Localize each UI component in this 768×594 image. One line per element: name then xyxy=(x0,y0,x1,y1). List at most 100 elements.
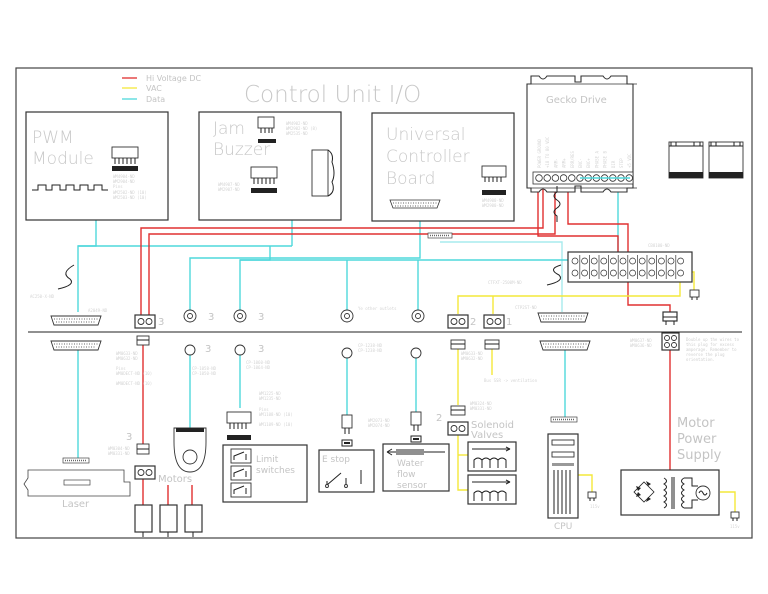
hv-wires xyxy=(140,178,671,505)
svg-text:CP-1238-ND: CP-1238-ND xyxy=(358,348,383,353)
svg-text:WM1235-ND: WM1235-ND xyxy=(259,396,281,401)
svg-text:WM1108-ND (10): WM1108-ND (10) xyxy=(259,412,293,417)
legend-label-hv: Hi Voltage DC xyxy=(146,74,201,83)
svg-text:WM0304-ND: WM0304-ND xyxy=(108,446,130,451)
din-connector-4 xyxy=(411,309,425,323)
svg-text:WM2073-ND: WM2073-ND xyxy=(368,418,390,423)
gecko-terminal xyxy=(568,174,576,182)
svg-text:WM4904-ND: WM4904-ND xyxy=(113,174,135,179)
svg-text:WM0636-ND: WM0636-ND xyxy=(630,343,652,348)
qty-label: 3 xyxy=(208,312,214,323)
vac-note: Bus SSR -> ventilation xyxy=(484,378,538,383)
motor-wire-parts-bottom: WM0304-ND WM0331-ND xyxy=(108,446,130,456)
terminal-screw xyxy=(667,257,675,265)
jam-buzzer-module: Jam Buzzer WM4902-ND WM2902-ND (8) WM253… xyxy=(198,111,342,221)
db25-right-top xyxy=(537,312,589,323)
ucb-part-list: WM4900-ND WM2900-ND xyxy=(482,198,504,208)
terminal-screw xyxy=(658,269,665,277)
qty-label: 2 xyxy=(436,413,442,424)
cable1-label: AC250-X-ND xyxy=(30,294,55,299)
gecko-pin-label: +5 VDC xyxy=(627,153,632,168)
gecko-terminal xyxy=(559,174,568,182)
water-label-line3: sensor xyxy=(397,481,427,491)
laser-label: Laser xyxy=(62,499,90,510)
terminal-screw xyxy=(581,269,588,277)
terminal-screw xyxy=(600,257,608,265)
jam-part-list-top: WM4902-ND WM2902-ND (8) WM2535-ND xyxy=(286,121,317,136)
gecko-pin-label: STEP xyxy=(619,158,624,168)
din-connector-2 xyxy=(233,309,247,323)
gecko-pin-label: +18 TO 80 VDC xyxy=(545,136,550,168)
gecko-pin-label: ENC+ xyxy=(586,158,591,168)
db25-left-bottom xyxy=(50,340,102,351)
svg-text:WM2074-ND: WM2074-ND xyxy=(368,423,390,428)
svg-text:WM4900-ND: WM4900-ND xyxy=(482,198,504,203)
terminal-screw xyxy=(629,269,636,277)
db25-left-top xyxy=(50,315,102,326)
motor-plug-parts: WM0637-ND WM0636-ND xyxy=(630,338,652,348)
svg-text:WM0632-ND: WM0632-ND xyxy=(116,356,138,361)
ucb-title-line1: Universal xyxy=(386,125,465,145)
terminal-screw xyxy=(610,269,617,277)
motor-2 xyxy=(159,504,178,537)
jam-connector-top-icon xyxy=(257,116,276,143)
mps-label-line3: Supply xyxy=(677,448,722,463)
mps-label-line1: Motor xyxy=(677,416,715,431)
svg-text:WM0637-ND: WM0637-ND xyxy=(630,338,652,343)
motor-3 xyxy=(184,504,203,537)
gecko-terminals xyxy=(535,174,633,182)
cpu-power-plug xyxy=(587,491,597,501)
svg-text:CP-1058-ND: CP-1058-ND xyxy=(192,366,217,371)
buzzer-icon xyxy=(311,149,335,197)
svg-text:WM0331-ND: WM0331-ND xyxy=(108,451,130,456)
water-din-connector xyxy=(410,347,422,359)
hv-plug-cable-top xyxy=(136,335,150,346)
gecko-terminal xyxy=(543,174,551,182)
estop-din-connector xyxy=(341,347,353,359)
hv-plug-cable-bottom xyxy=(136,443,150,455)
terminal-screw xyxy=(590,269,598,277)
terminal-screw xyxy=(581,257,588,265)
qty-label: 3 xyxy=(258,312,264,323)
limit-din-connector xyxy=(234,344,246,356)
pwm-title-line1: PWM xyxy=(32,128,74,148)
cable-squiggle-right xyxy=(546,264,562,286)
terminal-screw xyxy=(619,269,627,277)
universal-controller-board: Universal Controller Board WM4900-ND WM2… xyxy=(371,112,515,239)
pwm-title-line2: Module xyxy=(32,149,94,169)
vac-wires xyxy=(457,271,736,512)
page-title: Control Unit I/O xyxy=(244,82,421,108)
outlet-label: 115v xyxy=(730,524,740,529)
motor-plug-note: Double up the wires to this plug for exc… xyxy=(686,337,739,362)
terminal-screw xyxy=(629,257,636,265)
svg-text:WM2907-ND: WM2907-ND xyxy=(218,187,240,192)
jam-part-list-bottom: WM4907-ND WM2907-ND xyxy=(218,182,240,192)
mps-label-line2: Power xyxy=(677,432,717,447)
terminal-screw xyxy=(590,257,598,265)
limit-connector-icon xyxy=(226,411,252,440)
legend: Hi Voltage DC VAC Data xyxy=(122,74,201,104)
limit-label-line1: Limit xyxy=(256,455,279,465)
gecko-terminal xyxy=(551,174,560,182)
terminal-screw xyxy=(648,269,656,277)
cable2-label: CTFXT-2500M-ND xyxy=(488,280,522,285)
pwm-waveform-icon xyxy=(32,184,108,191)
estop-cable-parts: CP-1238-ND CP-1238-ND xyxy=(358,343,383,353)
terminal-screw xyxy=(658,257,665,265)
solenoid-valve-2 xyxy=(467,474,517,505)
svg-text:Pins: Pins xyxy=(116,366,126,371)
terminal-screw xyxy=(667,269,675,277)
motor-wire-parts: WM0633-ND WM0632-ND Pins WM0DECT-ND (10)… xyxy=(116,351,152,386)
qty-label: 3 xyxy=(158,317,164,328)
svg-text:Pins: Pins xyxy=(259,407,269,412)
water-label-line2: flow xyxy=(397,470,416,480)
terminal-screw xyxy=(638,257,646,265)
din-connector-3 xyxy=(340,309,354,323)
solenoid-plug-top-1 xyxy=(450,339,466,350)
qty-label: 2 xyxy=(470,317,476,328)
pwm-part-list: WM4904-ND WM2904-ND Pins WM2502-ND (10) … xyxy=(113,174,147,200)
qty-label: 3 xyxy=(258,344,264,355)
